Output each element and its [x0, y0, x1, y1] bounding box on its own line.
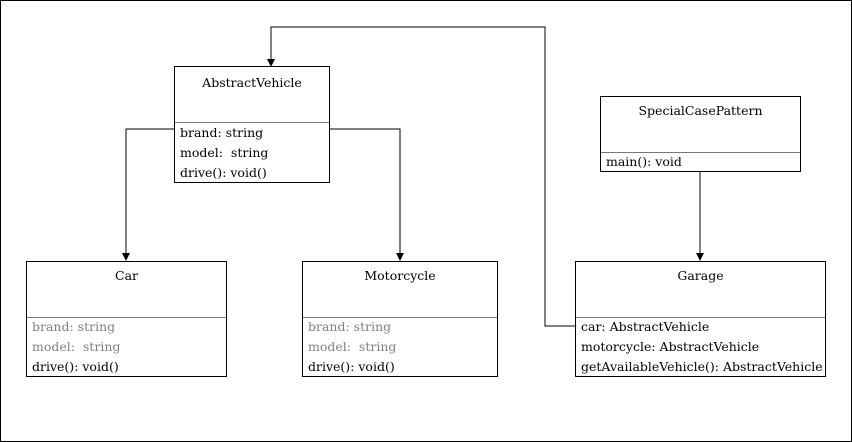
class-name: Garage [677, 268, 724, 283]
class-attribute: motorcycle: AbstractVehicle [581, 339, 760, 354]
class-name: Motorcycle [364, 268, 436, 283]
class-method: drive(): void() [180, 165, 267, 180]
class-attribute: car: AbstractVehicle [581, 319, 710, 334]
class-special-case-pattern[interactable]: SpecialCasePattern main(): void [600, 96, 801, 172]
class-attribute: brand: string [180, 125, 264, 140]
class-car[interactable]: Car brand: string model: string drive():… [26, 261, 227, 377]
edge-abstractvehicle-to-motorcycle [329, 128, 404, 261]
class-name: Car [115, 268, 138, 283]
class-attribute: model: string [32, 339, 121, 354]
class-name: AbstractVehicle [202, 75, 302, 90]
class-motorcycle[interactable]: Motorcycle brand: string model: string d… [302, 261, 498, 377]
class-attribute: model: string [180, 145, 269, 160]
class-method: drive(): void() [32, 359, 119, 374]
class-method: main(): void [606, 154, 682, 169]
edge-abstractvehicle-to-car [122, 128, 175, 261]
class-attribute: brand: string [32, 319, 116, 334]
class-attribute: model: string [308, 339, 397, 354]
class-method: getAvailableVehicle(): AbstractVehicle [581, 359, 823, 374]
edge-garage-to-abstractvehicle [267, 26, 576, 327]
class-attribute: brand: string [308, 319, 392, 334]
class-abstract-vehicle[interactable]: AbstractVehicle brand: string model: str… [174, 66, 330, 183]
class-divider [175, 122, 329, 123]
class-garage[interactable]: Garage car: AbstractVehicle motorcycle: … [575, 261, 826, 377]
class-divider [601, 152, 800, 153]
class-name: SpecialCasePattern [638, 103, 763, 118]
class-divider [303, 317, 497, 318]
class-divider [576, 317, 825, 318]
class-divider [27, 317, 226, 318]
class-method: drive(): void() [308, 359, 395, 374]
